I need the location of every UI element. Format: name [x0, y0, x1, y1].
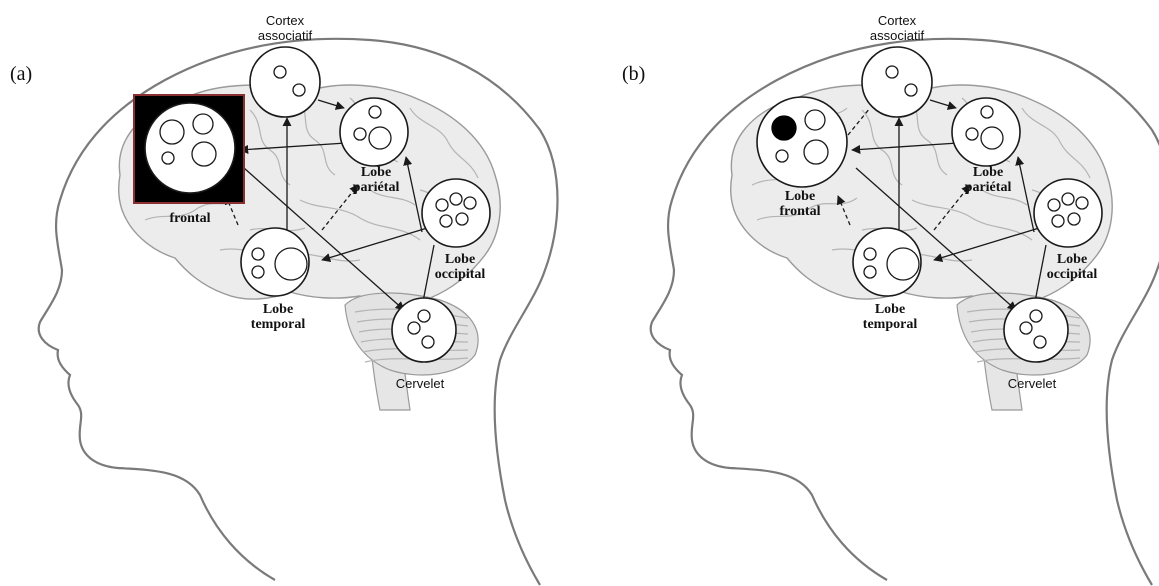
node-occipital [1034, 179, 1102, 247]
neuron [1030, 310, 1042, 322]
neuron [981, 106, 993, 118]
panel-a: (a)CortexassociatifLobepariétalLobeoccip… [10, 13, 558, 585]
node-frontal-circle [757, 97, 847, 187]
neuron [864, 266, 876, 278]
neuron [369, 106, 381, 118]
neuron [905, 84, 917, 96]
neuron-black [772, 116, 796, 140]
panel-label: (a) [10, 63, 32, 85]
label-cervelet: Cervelet [1008, 376, 1057, 391]
neuron [418, 310, 430, 322]
node-parietal [952, 98, 1020, 166]
neuron [804, 140, 828, 164]
neuron [1048, 199, 1060, 211]
neuron [440, 215, 452, 227]
node-cervelet-circle [1004, 298, 1068, 362]
node-cortex [862, 47, 932, 117]
node-cortex-circle [250, 47, 320, 117]
node-occipital-circle [422, 179, 490, 247]
neuron [1052, 215, 1064, 227]
node-cervelet-circle [392, 298, 456, 362]
neuron [422, 336, 434, 348]
neuron [776, 150, 788, 162]
node-frontal-circle [145, 103, 235, 193]
neuron [456, 213, 468, 225]
neuron [252, 266, 264, 278]
neuron [274, 66, 286, 78]
node-occipital-circle [1034, 179, 1102, 247]
neuron [1076, 197, 1088, 209]
neuron [805, 110, 825, 130]
neuron [886, 66, 898, 78]
node-temporal [241, 228, 309, 296]
neuron [369, 127, 391, 149]
node-frontal [145, 103, 235, 193]
node-cortex [250, 47, 320, 117]
neuron [887, 248, 919, 280]
neuron [436, 199, 448, 211]
node-parietal [340, 98, 408, 166]
node-occipital [422, 179, 490, 247]
neuron [293, 84, 305, 96]
neuron [252, 248, 264, 260]
neuron [864, 248, 876, 260]
node-cervelet [1004, 298, 1068, 362]
neuron [1062, 193, 1074, 205]
neuron [275, 248, 307, 280]
node-frontal [757, 97, 847, 187]
neuron [966, 128, 978, 140]
neuron [162, 152, 174, 164]
node-cortex-circle [862, 47, 932, 117]
neuron [160, 120, 184, 144]
neuron [450, 193, 462, 205]
panel-label: (b) [622, 63, 645, 85]
neuron [354, 128, 366, 140]
label-frontal: frontal [170, 211, 211, 226]
node-cervelet [392, 298, 456, 362]
neuron [981, 127, 1003, 149]
neuron [464, 197, 476, 209]
neuron [408, 322, 420, 334]
neuron [1020, 322, 1032, 334]
neuron [192, 142, 216, 166]
node-temporal [853, 228, 921, 296]
neuron [1034, 336, 1046, 348]
label-cervelet: Cervelet [396, 376, 445, 391]
neuron [1068, 213, 1080, 225]
neuron [193, 114, 213, 134]
